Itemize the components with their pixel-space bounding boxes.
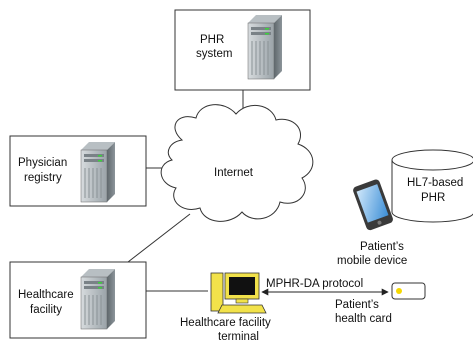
node-mobile-device: Patient’s mobile device [337,179,407,267]
mobile-device-label-2: mobile device [337,255,407,267]
server-icon [80,269,115,330]
physician-registry-label-2: registry [24,172,62,184]
node-terminal: Healthcare facility terminal [180,272,271,343]
database-top [391,149,473,171]
cloud-icon [160,104,314,222]
link-internet-facility [127,213,191,263]
server-icon [80,142,115,203]
node-phr-system: PHR system [174,9,311,91]
phr-system-label-2: system [196,48,232,60]
computer-icon [210,272,267,314]
phr-system-box [174,9,311,91]
server-icon [247,15,282,80]
health-card-label-1: Patient’s [335,299,379,311]
phr-system-label-1: PHR [200,34,224,46]
mobile-device-label-1: Patient’s [360,241,404,253]
healthcare-facility-label-1: Healthcare [18,289,74,301]
node-physician-registry: Physician registry [9,135,147,207]
internet-label: Internet [214,167,254,179]
physician-registry-label-1: Physician [18,157,67,169]
node-internet: Internet [160,104,314,222]
node-hl7-phr: HL7-based PHR [391,149,473,223]
health-card-label-2: health card [335,313,392,325]
terminal-label-1: Healthcare facility [180,317,271,329]
node-healthcare-facility: Healthcare facility [9,261,147,339]
healthcare-facility-label-2: facility [30,304,62,316]
physician-registry-box [9,135,147,207]
phone-icon [353,179,393,231]
hl7-phr-label-1: HL7-based [407,177,463,189]
hl7-phr-label-2: PHR [421,192,445,204]
card-icon [391,282,426,300]
database-icon [391,160,473,223]
node-health-card: Patient’s health card [335,282,426,325]
healthcare-facility-box [9,261,147,339]
connections [127,90,389,296]
card-chip [396,288,402,294]
protocol-label: MPHR-DA protocol [266,278,363,290]
terminal-label-2: terminal [218,331,259,343]
